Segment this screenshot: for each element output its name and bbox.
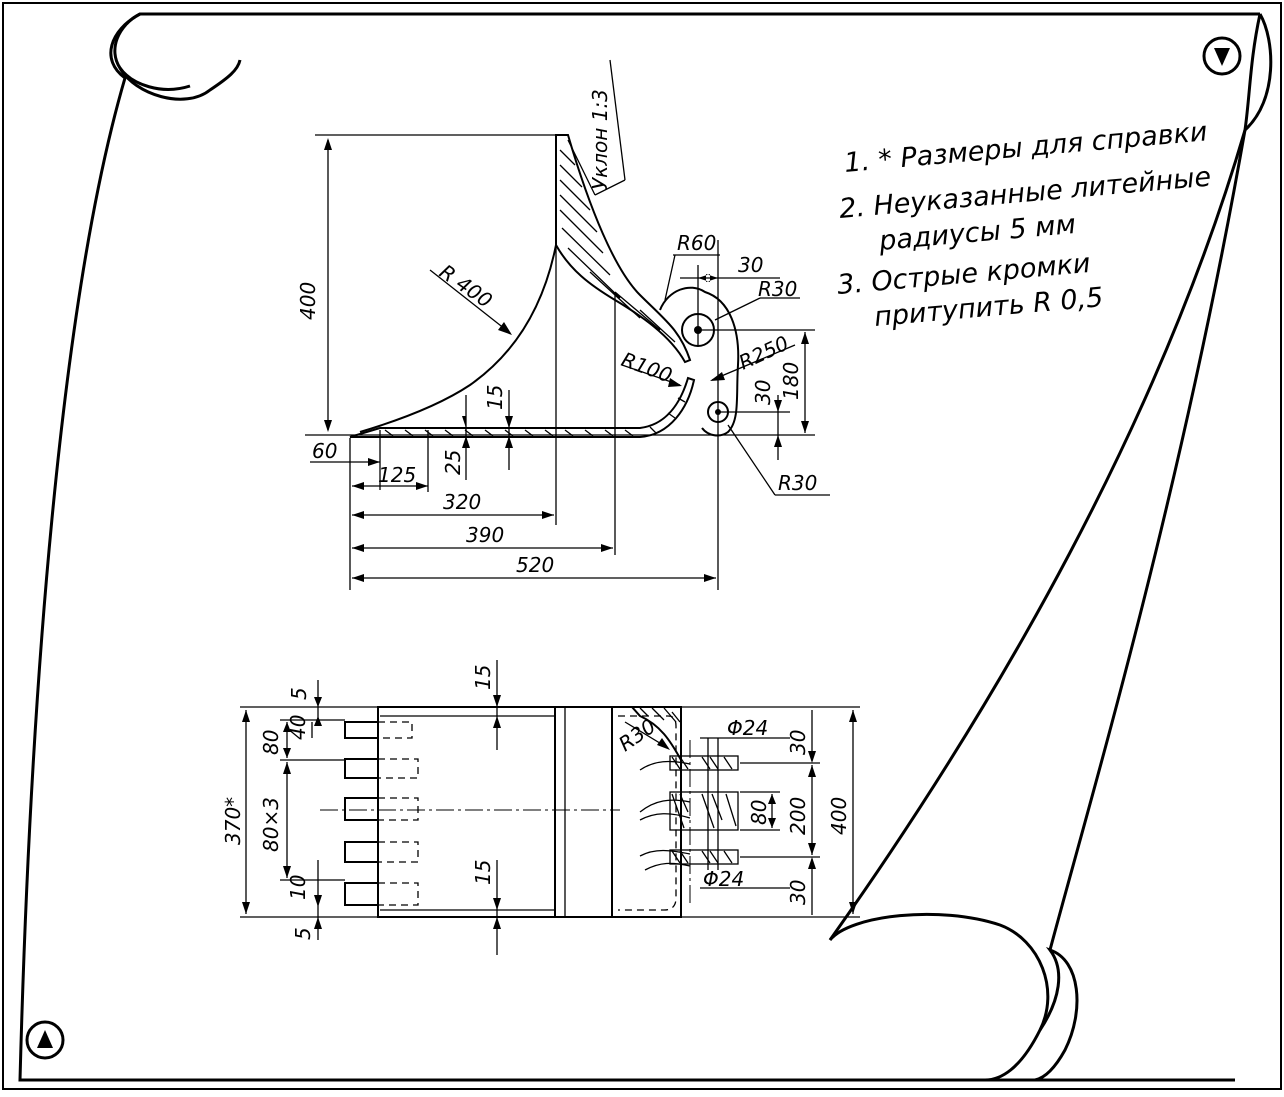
marker-top-right-icon <box>1202 36 1242 76</box>
dim-320-label: 320 <box>443 490 481 514</box>
r400-label: R 400 <box>435 259 497 312</box>
dim-400-label: 400 <box>296 282 320 320</box>
r100-label: R100 <box>618 347 675 387</box>
r30-top-label: R30 <box>758 277 797 301</box>
side-view: 400 Уклон 1:3 R 400 R60 30 R30 R250 R100 <box>296 59 830 590</box>
dim-80x3-label: 80×3 <box>259 797 283 852</box>
dim-80-label: 80 <box>259 730 283 755</box>
dim-60-label: 60 <box>312 439 337 463</box>
dim-15-top-label: 15 <box>471 665 495 690</box>
dim-400-right-label: 400 <box>827 797 851 835</box>
plan-view: 370* 80 80×3 40 5 10 5 15 15 R30 Φ <box>221 660 860 955</box>
notes-block: 1. * Размеры для справки 2. Неуказанные … <box>836 116 1212 333</box>
phi24-bottom-label: Φ24 <box>703 867 744 891</box>
dim-30-right-label: 30 <box>751 380 775 405</box>
dim-25-label: 25 <box>441 450 465 475</box>
slope-label: Уклон 1:3 <box>588 89 612 190</box>
dim-5-bottom-label: 5 <box>291 927 315 940</box>
plan-r30-label: R30 <box>614 714 660 756</box>
phi24-top-label: Φ24 <box>727 716 768 740</box>
dim-200-label: 200 <box>786 797 810 835</box>
dim-125-label: 125 <box>378 463 416 487</box>
dim-180-label: 180 <box>779 362 803 400</box>
dim-40-label: 40 <box>286 715 310 740</box>
dim-15-bottom-label: 15 <box>471 860 495 885</box>
dim-390-label: 390 <box>466 523 504 547</box>
dim-10-label: 10 <box>286 875 310 900</box>
dim-520-label: 520 <box>516 553 554 577</box>
r30-bottom-label: R30 <box>778 471 817 495</box>
dim-5-top-label: 5 <box>287 687 311 700</box>
dim-15-label: 15 <box>483 385 507 410</box>
dim-30-top-label: 30 <box>786 730 810 755</box>
dim-80-right-label: 80 <box>747 800 771 825</box>
marker-bottom-left-icon <box>25 1020 65 1060</box>
dim-30-bottom-label: 30 <box>786 880 810 905</box>
dim-30-top-label: 30 <box>738 253 763 277</box>
dim-370-label: 370* <box>221 797 245 845</box>
r60-label: R60 <box>677 231 716 255</box>
